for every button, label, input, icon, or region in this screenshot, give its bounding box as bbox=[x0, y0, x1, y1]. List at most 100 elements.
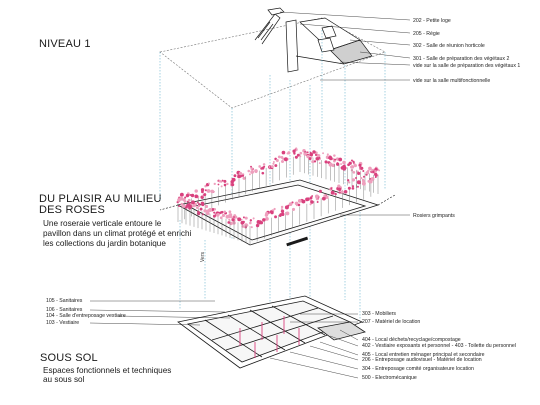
rose-blossom bbox=[218, 179, 222, 183]
rose-blossom bbox=[191, 200, 195, 205]
rose-blossom bbox=[194, 189, 198, 193]
rose-blossom bbox=[351, 178, 356, 182]
rose-blossom bbox=[340, 190, 344, 194]
rose-blossom bbox=[226, 182, 229, 186]
rose-blossom bbox=[255, 223, 260, 228]
rose-blossom bbox=[196, 201, 199, 204]
rose-blossom bbox=[210, 189, 215, 194]
rose-blossom bbox=[350, 165, 355, 169]
basement-red-posts bbox=[239, 316, 300, 358]
label-207: 207 - Matériel de location bbox=[362, 319, 421, 325]
rose-blossom bbox=[315, 157, 320, 161]
rose-blossom bbox=[309, 152, 314, 157]
rose-blossom bbox=[177, 198, 181, 202]
rose-blossom bbox=[274, 164, 278, 168]
rose-blossom bbox=[259, 221, 264, 225]
rose-blossom bbox=[295, 147, 298, 150]
rose-hedge bbox=[176, 147, 381, 244]
label-104: 104 - Salle d'entreposage vestiaire bbox=[46, 313, 126, 319]
rose-blossom bbox=[310, 200, 313, 203]
rose-blossom bbox=[293, 152, 296, 155]
rose-blossom bbox=[228, 213, 233, 217]
rose-blossom bbox=[229, 221, 233, 226]
rose-blossom bbox=[271, 165, 274, 169]
label-402: 402 - Vestiaire exposants et personnel -… bbox=[362, 343, 516, 349]
rose-blossom bbox=[223, 210, 227, 214]
rose-blossom bbox=[299, 155, 302, 158]
rose-blossom bbox=[374, 172, 378, 177]
rose-blossom bbox=[197, 211, 201, 214]
rose-blossom bbox=[348, 181, 351, 184]
rose-blossom bbox=[269, 210, 273, 214]
rose-blossom bbox=[187, 198, 191, 202]
rose-blossom bbox=[262, 163, 266, 166]
soussol-desc-2: au sous sol bbox=[43, 375, 85, 384]
rose-blossom bbox=[237, 217, 242, 222]
rose-blossom bbox=[247, 169, 251, 173]
rose-blossom bbox=[262, 218, 266, 222]
rose-blossom bbox=[353, 164, 357, 168]
rose-blossom bbox=[357, 171, 361, 176]
basement-leaders-right bbox=[269, 313, 359, 379]
basement-plan bbox=[177, 295, 366, 369]
rose-blossom bbox=[220, 185, 223, 188]
rose-blossom bbox=[179, 192, 184, 197]
rose-blossom bbox=[200, 195, 204, 199]
rose-blossom bbox=[206, 189, 211, 193]
rose-blossom bbox=[228, 210, 232, 214]
label-vide-multi: vide sur la salle multifonctionnelle bbox=[413, 78, 491, 84]
rose-blossom bbox=[272, 162, 275, 165]
rose-blossom bbox=[231, 183, 235, 187]
rose-blossom bbox=[323, 194, 326, 198]
rose-blossom bbox=[338, 157, 343, 162]
rose-blossom bbox=[188, 206, 192, 210]
rose-blossom bbox=[316, 201, 319, 203]
niveau1-floor bbox=[159, 17, 386, 109]
label-302: 302 - Salle de réunion horticole bbox=[413, 43, 485, 49]
rose-blossom bbox=[301, 199, 306, 204]
rose-blossom bbox=[254, 169, 258, 173]
rose-blossom bbox=[340, 163, 343, 166]
niveau1-title: NIVEAU 1 bbox=[39, 38, 91, 50]
rose-blossom bbox=[204, 189, 207, 192]
rose-blossom bbox=[325, 195, 329, 199]
rose-blossom bbox=[256, 220, 261, 224]
rose-blossom bbox=[250, 226, 253, 229]
basement-leaders-left bbox=[89, 300, 231, 326]
vertical-guides bbox=[159, 30, 386, 330]
rose-blossom bbox=[277, 155, 281, 159]
rose-blossom bbox=[248, 173, 251, 176]
rose-blossom bbox=[336, 162, 339, 165]
rose-blossom bbox=[303, 152, 307, 156]
rose-blossom bbox=[285, 211, 290, 216]
rose-blossom bbox=[322, 152, 324, 155]
rose-blossom bbox=[350, 159, 353, 162]
rose-blossom bbox=[333, 154, 336, 157]
rose-blossom bbox=[334, 158, 337, 161]
rose-blossom bbox=[250, 167, 254, 171]
rose-blossom bbox=[238, 171, 243, 176]
plaisir-desc-1: Une roseraie verticale entoure le bbox=[43, 219, 162, 228]
rose-blossom bbox=[347, 163, 350, 167]
rose-blossom bbox=[197, 204, 201, 208]
rose-blossom bbox=[207, 182, 210, 185]
rose-blossom bbox=[308, 157, 312, 161]
rose-blossom bbox=[199, 207, 203, 211]
rose-blossom bbox=[280, 156, 284, 159]
rose-blossom bbox=[249, 219, 253, 222]
rose-blossom bbox=[360, 176, 363, 180]
rose-blossom bbox=[334, 192, 337, 196]
rose-blossom bbox=[219, 211, 222, 214]
rose-blossom bbox=[311, 195, 314, 197]
rose-blossom bbox=[337, 184, 341, 188]
rose-blossom bbox=[184, 196, 187, 199]
rose-blossom bbox=[295, 149, 298, 152]
rose-blossom bbox=[306, 154, 310, 159]
rose-blossom bbox=[342, 160, 346, 165]
label-304: 304 - Entreposage comité organisateure l… bbox=[362, 366, 474, 372]
rose-blossom bbox=[313, 160, 317, 163]
rose-blossom bbox=[185, 193, 190, 198]
rose-blossom bbox=[280, 209, 285, 213]
label-202: 202 - Petite loge bbox=[413, 18, 451, 24]
